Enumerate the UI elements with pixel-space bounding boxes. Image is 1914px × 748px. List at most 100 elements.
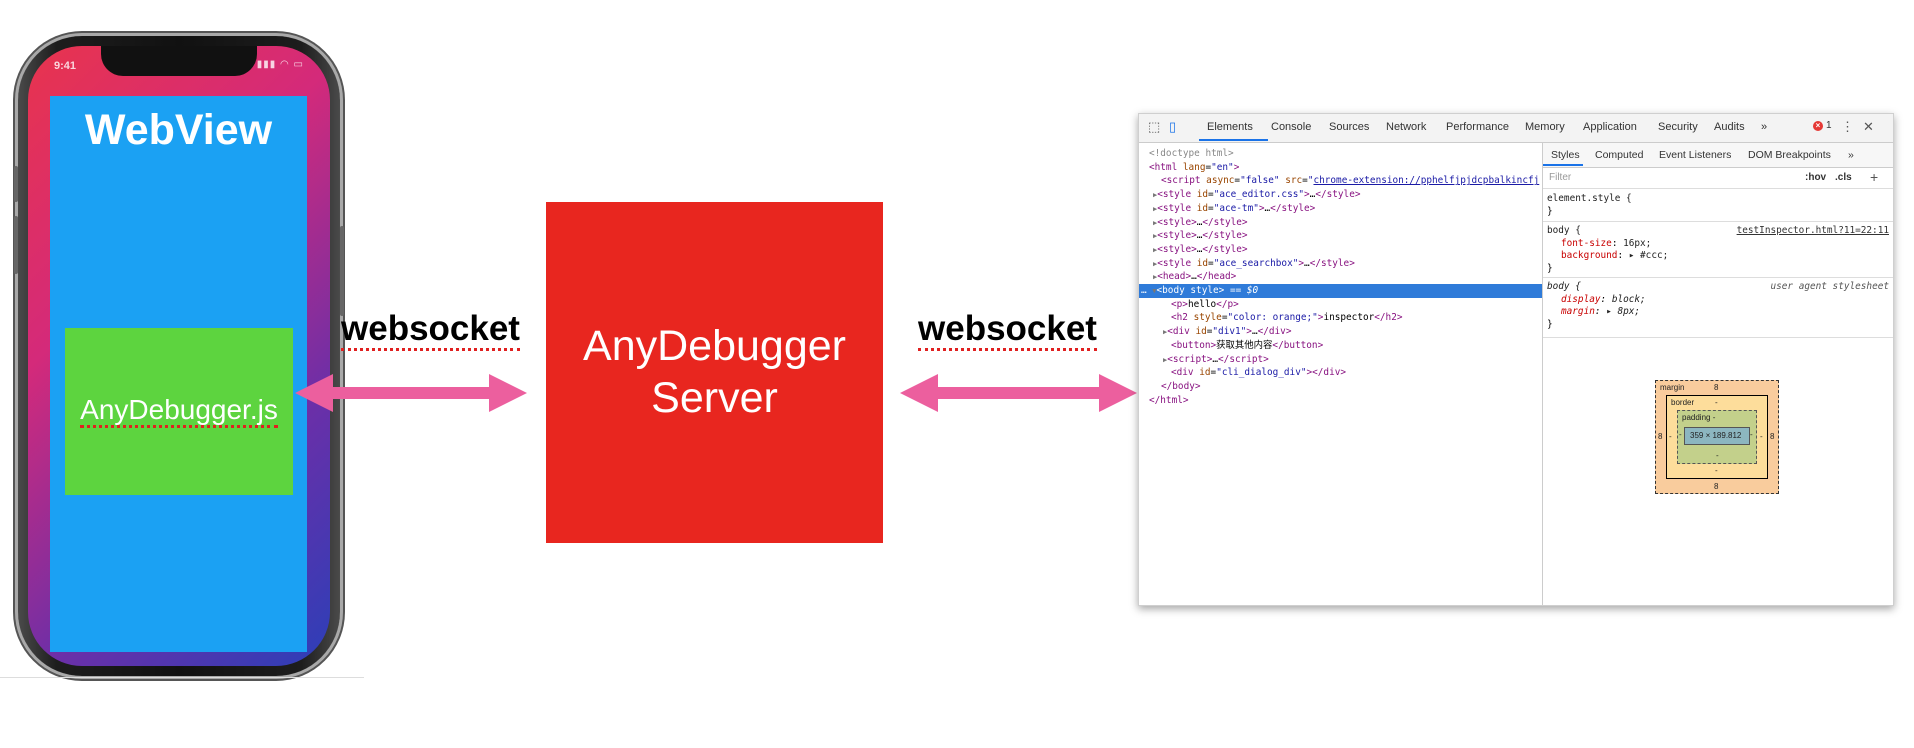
dom-tree-node[interactable]: <!doctype html> [1149, 148, 1234, 159]
prop-value[interactable]: ▸ #ccc; [1628, 250, 1669, 261]
rule-divider [1543, 277, 1893, 278]
signal-wifi-battery-icon: ▮▮▮ ◠ ▭ [256, 59, 304, 70]
box-model-diagram: margin 8 8 8 8 border - - - - padding - … [1655, 380, 1779, 494]
border-top-value: - [1715, 398, 1718, 407]
websocket-label-left: websocket [341, 309, 520, 351]
new-style-rule-button[interactable]: + [1870, 169, 1879, 185]
element-style-selector: element.style { [1547, 193, 1632, 204]
styles-tabbar: Styles Computed Event Listeners DOM Brea… [1543, 143, 1893, 168]
box-model-content[interactable]: 359 × 189.812 [1684, 427, 1750, 445]
dom-tree-node[interactable]: <div id="cli_dialog_div"></div> [1171, 367, 1347, 379]
margin-top-value: 8 [1714, 383, 1719, 392]
element-style-rule[interactable]: element.style { } [1547, 193, 1632, 218]
body-selector: body { [1547, 225, 1581, 236]
dom-tree-node[interactable]: ▶<script>…</script> [1163, 353, 1269, 365]
error-count-badge[interactable]: ×1 [1813, 120, 1832, 131]
dom-tree-node[interactable]: ▶<style id="ace-tm">…</style> [1153, 202, 1316, 214]
error-icon: × [1813, 121, 1823, 131]
prop-name: display [1561, 293, 1601, 305]
double-arrow-icon [295, 374, 527, 412]
dom-tree-node[interactable]: </html> [1149, 394, 1189, 406]
dom-tree-node[interactable]: <p>hello</p> [1171, 298, 1239, 310]
tab-performance[interactable]: Performance [1446, 121, 1509, 133]
tab-network[interactable]: Network [1386, 121, 1427, 133]
websocket-text: websocket [341, 309, 520, 351]
padding-bottom-value: - [1716, 451, 1719, 460]
dom-tree-node[interactable]: ▶<style>…</style> [1153, 216, 1248, 228]
content-size: 359 × 189.812 [1690, 431, 1742, 440]
kebab-menu-icon[interactable]: ⋮ [1841, 119, 1854, 134]
websocket-text: websocket [918, 309, 1097, 351]
anydebugger-server-box: AnyDebugger Server [546, 202, 883, 543]
dom-tree-node[interactable]: ▶<head>…</head> [1153, 271, 1237, 283]
inspect-element-icon[interactable]: ⬚ [1148, 119, 1161, 134]
box-model-padding[interactable]: padding - - - - 359 × 189.812 [1677, 410, 1757, 464]
prop-value[interactable]: 16px; [1623, 237, 1652, 249]
anydebugger-js-text: AnyDebugger.js [80, 394, 278, 428]
styles-filter-input[interactable]: Filter [1549, 172, 1572, 183]
dom-tree-node[interactable]: ▶<style id="ace_editor.css">…</style> [1153, 189, 1361, 201]
phone-power-button [340, 226, 344, 316]
elements-dom-tree[interactable]: <!doctype html> <html lang="en"> <script a… [1139, 143, 1542, 605]
status-time: 9:41 [54, 60, 77, 72]
dom-tree-node[interactable]: <h2 style="color: orange;">inspector</h2… [1171, 312, 1403, 324]
ua-style-rule: body {user agent stylesheet display: blo… [1547, 281, 1889, 330]
rule-close-brace: } [1547, 262, 1553, 274]
box-model-margin[interactable]: margin 8 8 8 8 border - - - - padding - … [1655, 380, 1779, 494]
hov-toggle-button[interactable]: :hov [1805, 172, 1827, 183]
phone-volume-button [14, 166, 18, 202]
device-toggle-icon[interactable]: ▯ [1169, 119, 1177, 134]
websocket-label-right: websocket [918, 309, 1097, 351]
rule-close-brace: } [1547, 318, 1553, 330]
rule-divider [1543, 221, 1893, 222]
cls-toggle-button[interactable]: .cls [1835, 172, 1852, 183]
webview-area: WebView AnyDebugger.js [50, 96, 307, 652]
dom-tree-node[interactable]: ▶<div id="div1">…</div> [1163, 326, 1292, 338]
margin-right-value: 8 [1770, 432, 1775, 441]
dom-tree-node[interactable]: <script async="false" src="chrome-extens… [1161, 175, 1540, 187]
prop-name[interactable]: background [1561, 250, 1618, 261]
border-left-value: - [1669, 432, 1672, 441]
body-style-rule[interactable]: body { testInspector.html?11=22:11 font-s… [1547, 225, 1889, 274]
prop-name: margin [1561, 306, 1595, 317]
prop-value: block; [1611, 293, 1646, 305]
tab-security[interactable]: Security [1658, 121, 1698, 133]
phone-notch [101, 46, 257, 76]
dom-tree-node[interactable]: <html lang="en"> [1149, 161, 1240, 173]
dom-tree-node[interactable]: <button>获取其他内容</button> [1171, 339, 1324, 351]
pane-divider[interactable] [1542, 143, 1543, 605]
tab-event-listeners[interactable]: Event Listeners [1659, 149, 1732, 161]
tab-console[interactable]: Console [1271, 121, 1312, 133]
more-tabs-button[interactable]: » [1761, 121, 1768, 133]
tab-application[interactable]: Application [1583, 121, 1637, 133]
anydebugger-js-label: AnyDebugger.js [65, 394, 293, 428]
more-styles-tabs-button[interactable]: » [1848, 149, 1854, 161]
tab-dom-breakpoints[interactable]: DOM Breakpoints [1748, 149, 1831, 161]
styles-sidebar: Styles Computed Event Listeners DOM Brea… [1543, 143, 1893, 605]
tab-styles[interactable]: Styles [1551, 149, 1580, 161]
dom-tree-node[interactable]: </body> [1161, 380, 1201, 392]
rule-source-link[interactable]: testInspector.html?11=22:11 [1736, 225, 1889, 236]
styles-filter-row: Filter :hov .cls + [1543, 168, 1893, 189]
tab-sources[interactable]: Sources [1329, 121, 1370, 133]
tab-computed[interactable]: Computed [1595, 149, 1644, 161]
anydebugger-js-box: AnyDebugger.js [65, 328, 293, 495]
close-icon[interactable]: ✕ [1863, 119, 1874, 134]
devtools-toolbar: ⬚ ▯ Elements Console Sources Network Per… [1139, 114, 1893, 143]
dom-tree-node[interactable]: … ▼<body style> == $0 [1139, 284, 1542, 298]
dom-tree-node[interactable]: ▶<style>…</style> [1153, 243, 1248, 255]
margin-left-value: 8 [1658, 432, 1663, 441]
prop-name[interactable]: font-size [1561, 237, 1612, 249]
border-label: border [1671, 398, 1695, 407]
tab-audits[interactable]: Audits [1714, 121, 1745, 133]
tab-memory[interactable]: Memory [1525, 121, 1565, 133]
dom-tree-node[interactable]: ▶<style>…</style> [1153, 230, 1248, 242]
baseline-divider [0, 677, 364, 678]
dom-tree-node[interactable]: ▶<style id="ace_searchbox">…</style> [1153, 257, 1355, 269]
tab-elements[interactable]: Elements [1207, 121, 1253, 133]
border-bottom-value: - [1715, 466, 1718, 475]
chrome-devtools-window: ⬚ ▯ Elements Console Sources Network Per… [1138, 113, 1894, 606]
padding-left-value: - [1679, 430, 1682, 439]
server-subtitle: Server [651, 374, 778, 422]
box-model-border[interactable]: border - - - - padding - - - - 359 × 189… [1666, 395, 1768, 479]
